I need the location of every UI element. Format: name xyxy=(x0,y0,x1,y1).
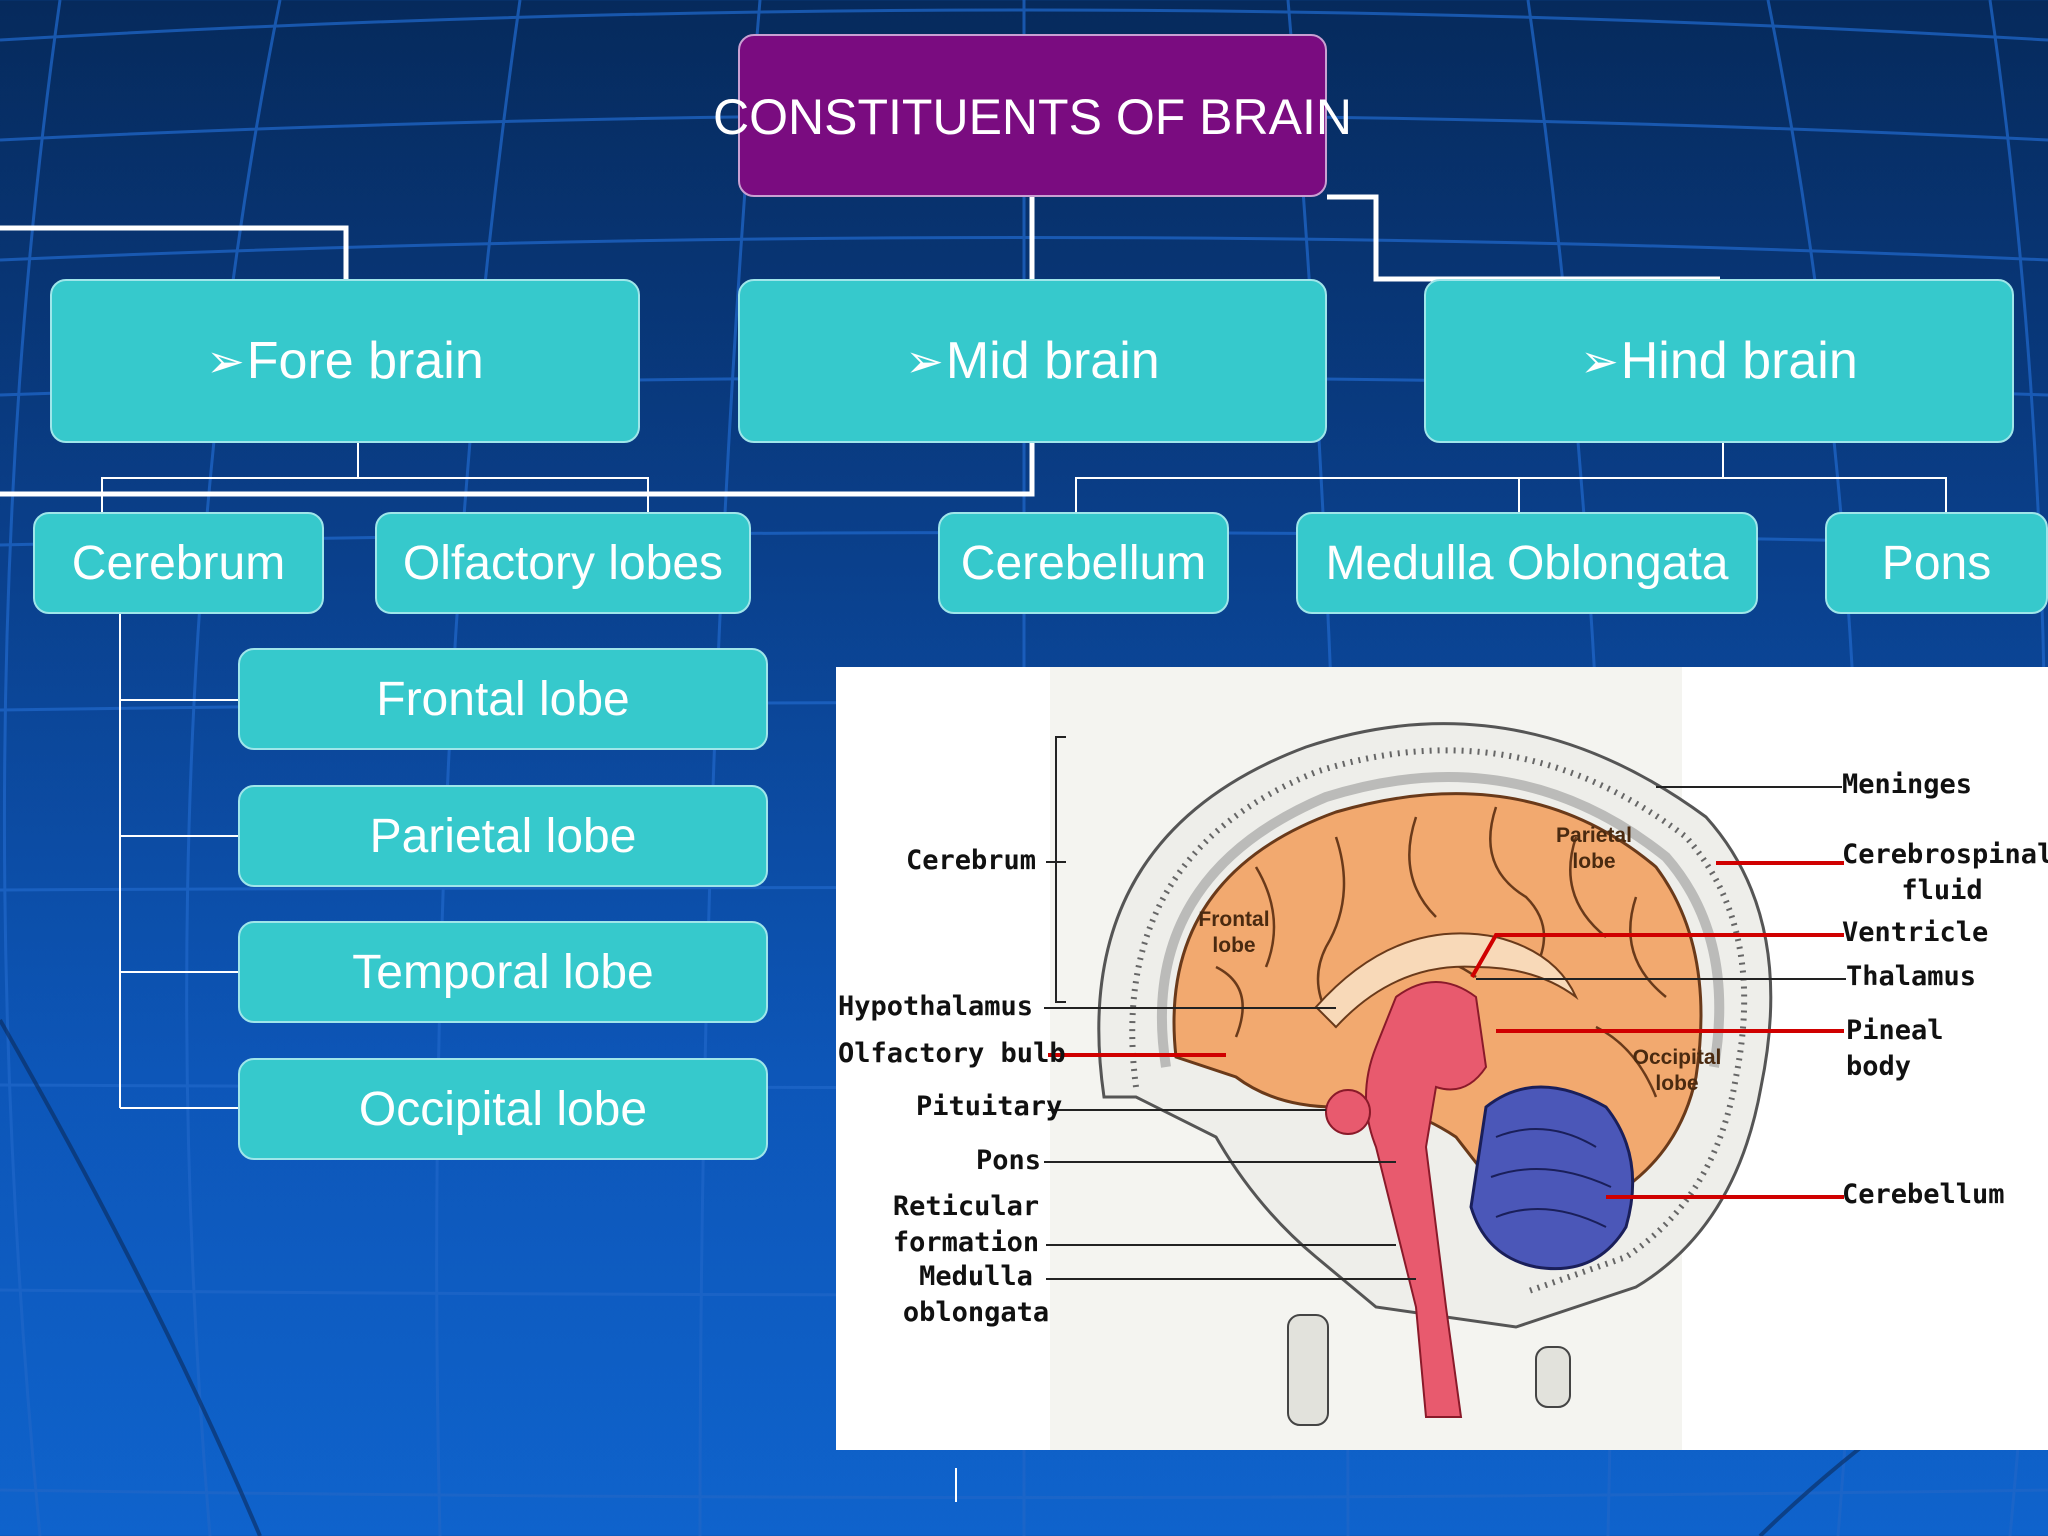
label-pituitary: Pituitary xyxy=(916,1091,1063,1122)
brain-section-figure: Cerebrum Hypothalamus Olfactory bulb Pit… xyxy=(836,667,2048,1450)
label-line: Parietal xyxy=(1556,824,1632,847)
node-cerebrum: Cerebrum xyxy=(33,512,324,614)
title-box xyxy=(738,34,1327,197)
label-line: oblongata xyxy=(902,1297,1050,1328)
label-line: Medulla xyxy=(919,1261,1033,1292)
node-hind-brain: ➢ Hind brain xyxy=(1424,279,2014,443)
node-pons: Pons xyxy=(1825,512,2048,614)
node-temporal-lobe: Temporal lobe xyxy=(238,921,768,1023)
label-line: Reticular xyxy=(892,1191,1040,1222)
arrow-bullet-icon: ➢ xyxy=(1580,335,1619,387)
label-hypothalamus: Hypothalamus xyxy=(838,991,1034,1022)
node-label: Hind brain xyxy=(1620,332,1858,390)
label-line: fluid xyxy=(1901,875,1983,906)
node-medulla-oblongata: Medulla Oblongata xyxy=(1296,512,1758,614)
label-meninges: Meninges xyxy=(1842,769,1973,800)
node-label: Mid brain xyxy=(945,332,1160,390)
text-cursor xyxy=(955,1468,957,1502)
label-thalamus: Thalamus xyxy=(1846,961,1977,992)
page-title: CONSTITUENTS OF BRAIN xyxy=(713,89,1352,145)
label-line: Occipital xyxy=(1632,1046,1722,1069)
label-line: formation xyxy=(892,1227,1040,1258)
brain-illustration xyxy=(1044,667,1846,1450)
arrow-bullet-icon: ➢ xyxy=(206,335,245,387)
label-line: lobe xyxy=(1212,934,1256,957)
label-ventricle: Ventricle xyxy=(1842,917,1989,948)
label-frontal-lobe: Frontal lobe xyxy=(1184,907,1284,959)
label-line: Cerebrospinal xyxy=(1842,839,2048,870)
arrow-bullet-icon: ➢ xyxy=(905,335,944,387)
label-line: lobe xyxy=(1655,1072,1699,1095)
node-parietal-lobe: Parietal lobe xyxy=(238,785,768,887)
label-parietal-lobe: Parietal lobe xyxy=(1544,823,1644,875)
label-reticular-formation: Reticular formation xyxy=(886,1189,1046,1261)
node-cerebellum: Cerebellum xyxy=(938,512,1229,614)
label-cerebrospinal-fluid: Cerebrospinal fluid xyxy=(1842,837,2048,909)
label-pons: Pons xyxy=(976,1145,1042,1176)
label-cerebellum: Cerebellum xyxy=(1842,1179,2005,1210)
node-label: Fore brain xyxy=(246,332,484,390)
node-mid-brain: ➢ Mid brain xyxy=(738,279,1327,443)
label-line: Frontal xyxy=(1198,908,1270,931)
label-olfactory-bulb: Olfactory bulb xyxy=(838,1038,1066,1069)
label-pineal-body: Pineal body xyxy=(1846,1013,1944,1085)
label-occipital-lobe: Occipital lobe xyxy=(1622,1045,1732,1097)
label-medulla-oblongata: Medulla oblongata xyxy=(896,1259,1056,1331)
label-cerebrum: Cerebrum xyxy=(906,845,1037,876)
label-line: body xyxy=(1846,1051,1912,1082)
node-fore-brain: ➢ Fore brain xyxy=(50,279,640,443)
node-occipital-lobe: Occipital lobe xyxy=(238,1058,768,1160)
label-line: Pineal xyxy=(1846,1015,1944,1046)
node-olfactory-lobes: Olfactory lobes xyxy=(375,512,751,614)
label-line: lobe xyxy=(1572,850,1616,873)
node-frontal-lobe: Frontal lobe xyxy=(238,648,768,750)
